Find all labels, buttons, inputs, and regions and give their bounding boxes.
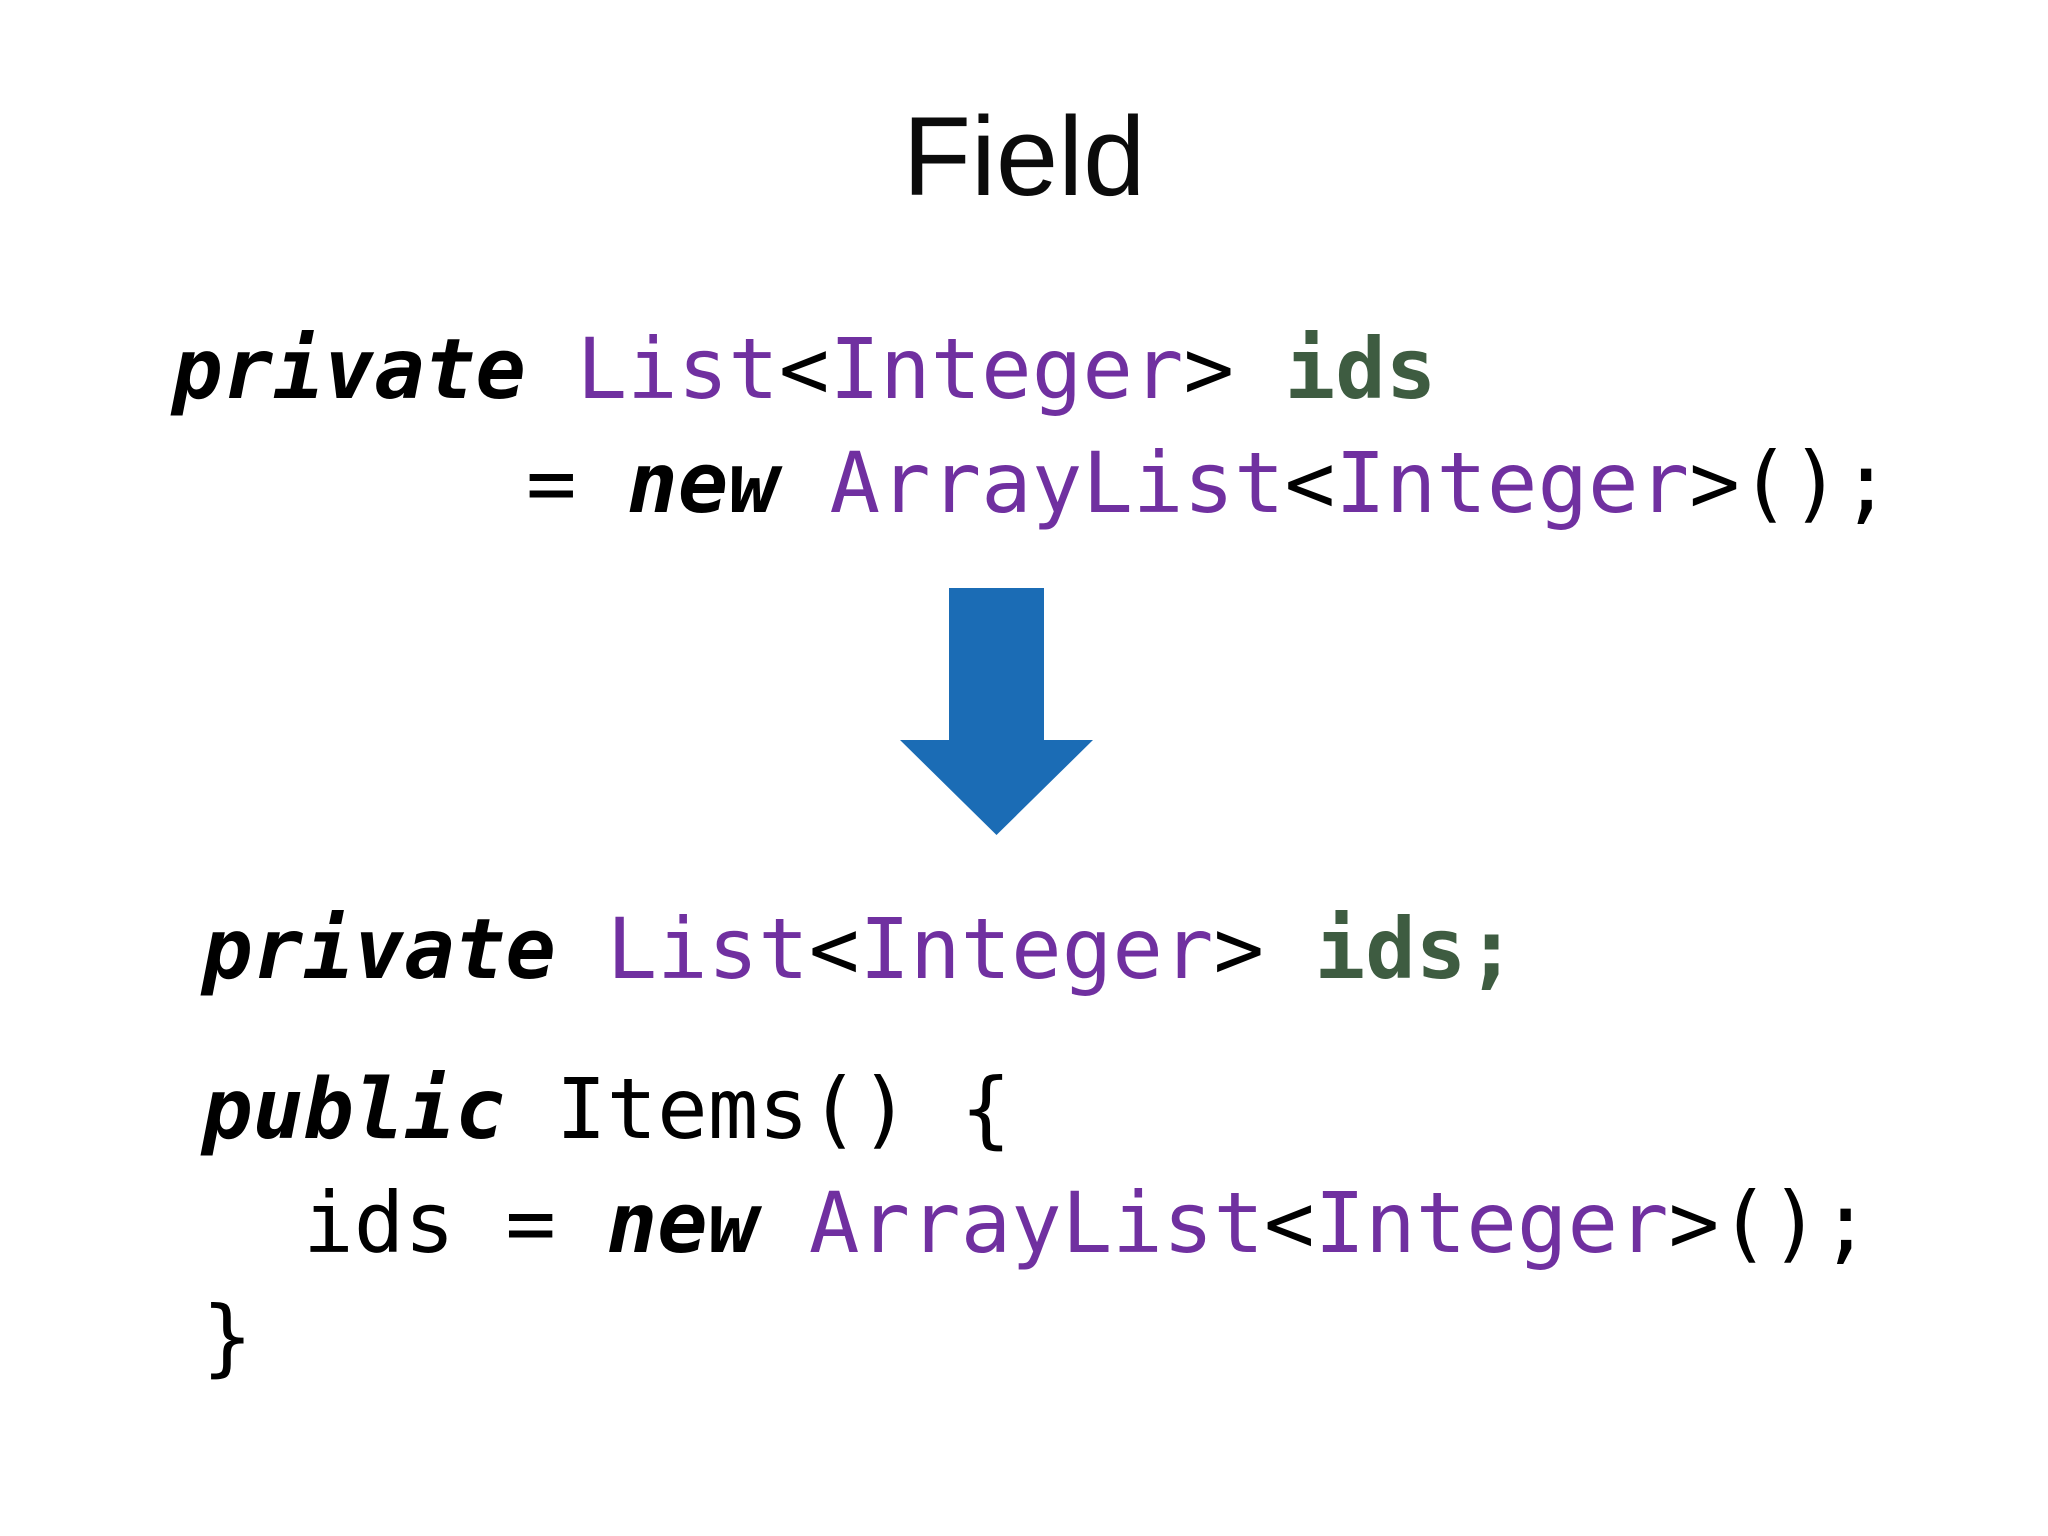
code-token-type: List bbox=[576, 320, 779, 418]
code-token-plain: < bbox=[778, 320, 830, 418]
code-token-plain: < bbox=[1264, 1174, 1315, 1272]
code-token-plain: > bbox=[1213, 900, 1315, 998]
code-token-keyword: private bbox=[202, 900, 557, 998]
code-token-plain bbox=[758, 1174, 809, 1272]
code-line: public Items() { bbox=[202, 1052, 1871, 1166]
code-token-plain: < bbox=[1284, 434, 1336, 532]
code-token-plain: < bbox=[808, 900, 860, 998]
code-token-keyword: new bbox=[606, 1174, 759, 1272]
code-token-plain bbox=[556, 900, 607, 998]
code-token-plain bbox=[526, 320, 577, 418]
code-token-type: Integer bbox=[829, 320, 1184, 418]
code-token-type: Integer bbox=[1335, 434, 1690, 532]
code-token-plain bbox=[779, 434, 830, 532]
code-token-type: ArrayList bbox=[829, 434, 1285, 532]
code-token-plain: >(); bbox=[1689, 434, 1892, 532]
code-token-plain: >(); bbox=[1668, 1174, 1871, 1272]
code-token-type: Integer bbox=[1314, 1174, 1669, 1272]
code-token-type: Integer bbox=[859, 900, 1214, 998]
code-line: = new ArrayList<Integer>(); bbox=[172, 426, 1892, 540]
code-line: ids = new ArrayList<Integer>(); bbox=[202, 1166, 1871, 1280]
code-token-plain: = bbox=[172, 434, 628, 532]
code-token-type: List bbox=[606, 900, 809, 998]
code-line: private List<Integer> ids bbox=[172, 312, 1892, 426]
code-block-after: private List<Integer> ids;public Items()… bbox=[202, 892, 1871, 1394]
down-arrow-icon bbox=[900, 588, 1093, 835]
code-block-before: private List<Integer> ids = new ArrayLis… bbox=[172, 312, 1892, 540]
code-token-plain: ids = bbox=[202, 1174, 607, 1272]
code-token-type: ArrayList bbox=[808, 1174, 1265, 1272]
code-token-plain: Items() { bbox=[505, 1060, 1012, 1158]
code-token-plain: > bbox=[1183, 320, 1285, 418]
code-line: } bbox=[202, 1280, 1871, 1394]
code-token-field: ids bbox=[1284, 320, 1437, 418]
code-token-keyword: public bbox=[202, 1060, 506, 1158]
code-token-field: ids; bbox=[1314, 900, 1517, 998]
code-token-plain: } bbox=[202, 1288, 253, 1386]
code-line: private List<Integer> ids; bbox=[202, 892, 1871, 1006]
code-token-keyword: new bbox=[627, 434, 779, 532]
code-token-keyword: private bbox=[172, 320, 527, 418]
slide-title: Field bbox=[902, 94, 1146, 219]
